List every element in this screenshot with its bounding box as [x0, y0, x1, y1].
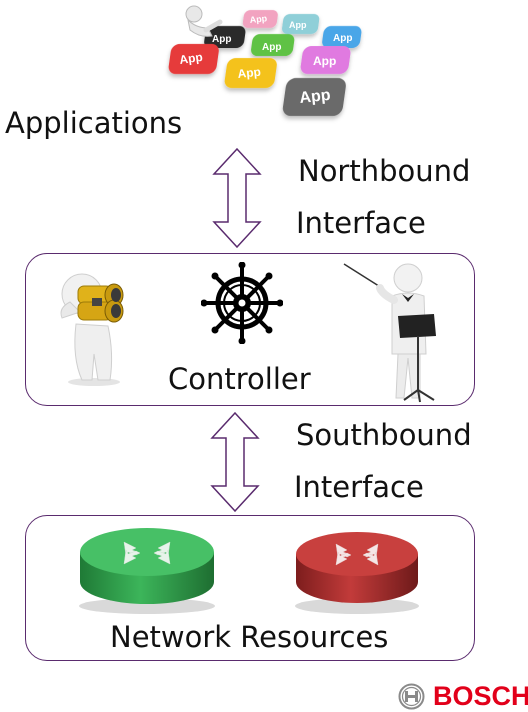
southbound-double-arrow-icon [210, 412, 260, 512]
applications-label: Applications [5, 106, 183, 140]
northbound-label-line2: Interface [296, 206, 426, 240]
bosch-wordmark: BOSCH [433, 681, 528, 711]
app-tile-label: App [289, 20, 307, 30]
app-tile-label: App [178, 50, 203, 67]
app-tile-label: App [262, 42, 281, 53]
conductor-figure-icon [343, 263, 436, 403]
app-tile-label: App [237, 65, 262, 81]
ship-wheel-icon [201, 262, 283, 344]
northbound-label-line1: Northbound [298, 154, 471, 188]
southbound-label-line1: Southbound [296, 418, 472, 452]
app-tile-label: App [249, 13, 268, 25]
app-tile-label: App [299, 87, 332, 107]
southbound-label-line2: Interface [294, 470, 424, 504]
router-icon [79, 528, 215, 614]
bosch-logo-icon [398, 683, 425, 710]
network-resources-label: Network Resources [110, 620, 389, 654]
app-tile-label: App [212, 34, 231, 45]
router-icon [295, 532, 419, 614]
controller-label: Controller [168, 362, 311, 396]
app-tile-label: App [333, 33, 352, 44]
northbound-double-arrow-icon [212, 148, 262, 248]
binoculars-figure-icon [60, 273, 124, 386]
app-tile-label: App [313, 54, 336, 68]
app-tiles-icon: App App App App App App App App App [168, 5, 362, 116]
figure-icon [185, 5, 223, 37]
